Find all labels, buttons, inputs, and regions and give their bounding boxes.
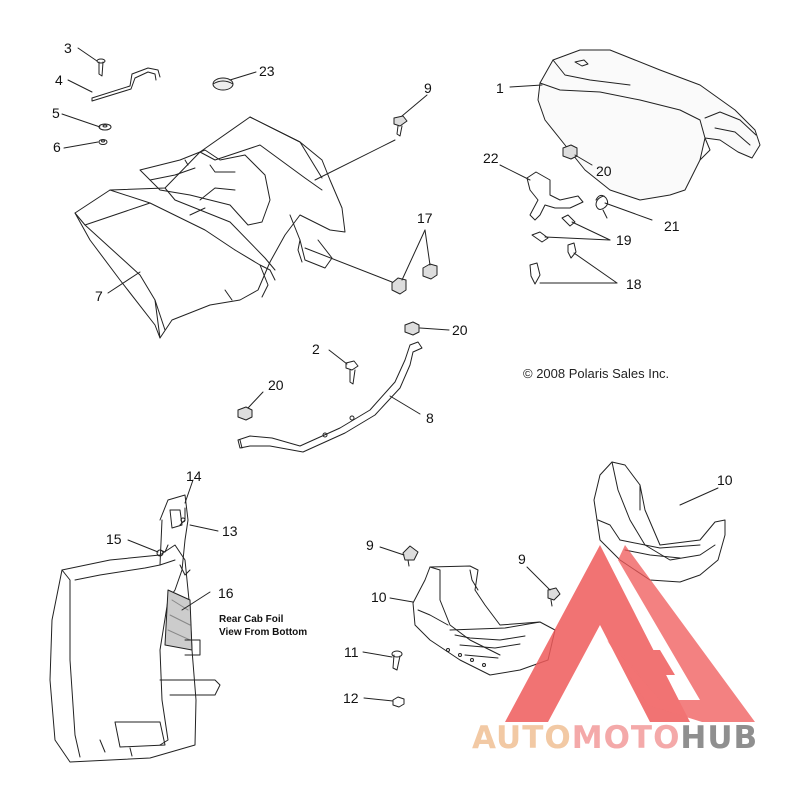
part-10-footwell-right xyxy=(593,461,726,583)
part-20-bumper-low xyxy=(237,406,253,421)
part-6-nut xyxy=(98,139,108,145)
callout-line-2: View From Bottom xyxy=(219,627,308,638)
label-22: 22 xyxy=(483,150,499,166)
label-20-top: 20 xyxy=(596,163,612,179)
part-9-rivet-low-left xyxy=(402,545,419,567)
label-14: 14 xyxy=(186,468,202,484)
label-15: 15 xyxy=(106,531,122,547)
part-13-16-rear-cab-foil xyxy=(49,494,221,763)
label-17: 17 xyxy=(417,210,433,226)
label-13: 13 xyxy=(222,523,238,539)
part-10-footwell-left xyxy=(412,565,556,676)
watermark-part-2: MOTO xyxy=(571,720,681,756)
label-5: 5 xyxy=(52,105,60,121)
label-11: 11 xyxy=(344,644,359,660)
part-20-bumper-top xyxy=(562,144,578,160)
label-2: 2 xyxy=(312,341,320,357)
part-8-support-bar xyxy=(237,341,423,453)
watermark-logo-icon xyxy=(505,545,755,722)
label-10-left: 10 xyxy=(371,589,387,605)
watermark-part-1: AUTO xyxy=(472,720,572,756)
part-5-washer xyxy=(98,123,112,131)
part-22-bracket xyxy=(526,171,584,221)
copyright-text: © 2008 Polaris Sales Inc. xyxy=(523,366,670,381)
part-20-bumper-mid xyxy=(404,321,420,336)
label-9-low-left: 9 xyxy=(366,537,374,553)
label-8: 8 xyxy=(426,410,434,426)
part-21-spring xyxy=(595,194,609,219)
label-3: 3 xyxy=(64,40,72,56)
part-1-seat xyxy=(537,49,761,201)
label-9-top: 9 xyxy=(424,80,432,96)
label-7: 7 xyxy=(95,288,103,304)
part-9-rivet-top xyxy=(393,115,408,137)
label-9-right: 9 xyxy=(518,551,526,567)
label-20-mid: 20 xyxy=(452,322,468,338)
part-19-latch xyxy=(531,214,576,243)
watermark-text: AUTOMOTOHUB xyxy=(472,720,758,756)
label-6: 6 xyxy=(53,139,61,155)
label-18: 18 xyxy=(626,276,642,292)
label-20-low: 20 xyxy=(268,377,284,393)
part-3-screw xyxy=(96,58,106,77)
label-12: 12 xyxy=(343,690,359,706)
label-19: 19 xyxy=(616,232,632,248)
part-4-rod xyxy=(91,67,161,102)
label-16: 16 xyxy=(218,585,234,601)
part-18-pins xyxy=(529,242,577,285)
callout-line-1: Rear Cab Foil xyxy=(219,614,284,625)
label-23: 23 xyxy=(259,63,275,79)
part-11-bolt xyxy=(391,650,403,671)
part-12-nut xyxy=(392,696,405,708)
label-10-right: 10 xyxy=(717,472,733,488)
label-4: 4 xyxy=(55,72,63,88)
label-21: 21 xyxy=(664,218,680,234)
label-1: 1 xyxy=(496,80,504,96)
part-23-cap xyxy=(212,77,234,91)
watermark-part-3: HUB xyxy=(680,720,759,756)
part-17-grommets xyxy=(391,263,438,295)
leader-lines xyxy=(61,47,719,702)
part-9-rivet-right xyxy=(547,587,561,607)
part-7-rear-fender xyxy=(74,116,346,339)
part-2-bolt xyxy=(345,360,359,385)
